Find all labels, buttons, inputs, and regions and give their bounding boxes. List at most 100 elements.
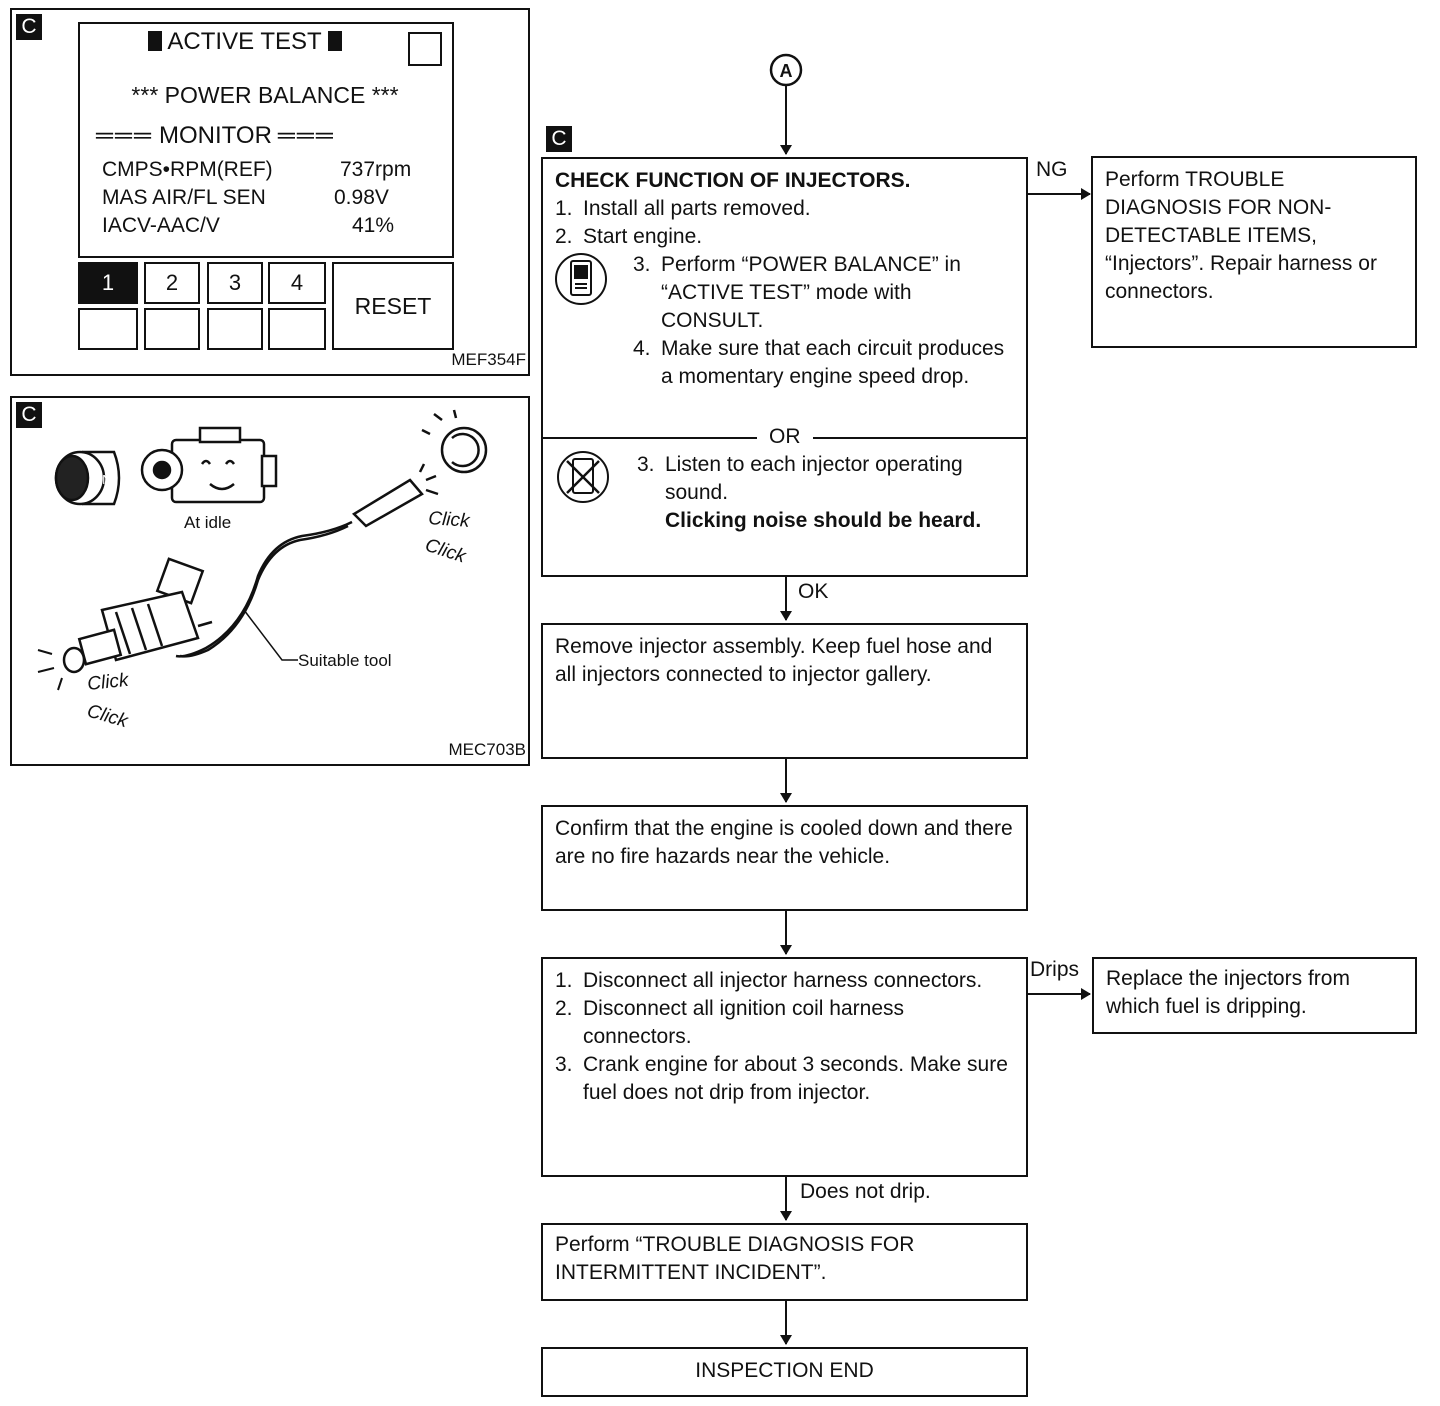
step-text: Listen to each injector operating sound.: [665, 453, 963, 504]
injector-illustration: ON At idle: [37, 409, 488, 733]
consult-screen-figure: C ACTIVE TEST *** POWER BALANCE *** ═══ …: [10, 8, 530, 376]
step-text: Disconnect all ignition coil harness con…: [583, 997, 904, 1048]
list-item: 1. Disconnect all injector harness conne…: [555, 967, 1014, 995]
consult-display: ACTIVE TEST *** POWER BALANCE *** ═══ MO…: [78, 22, 454, 258]
ignition-key-icon: ON: [54, 450, 121, 506]
double-rule-icon: ═══: [96, 122, 154, 149]
click-label: Click: [422, 535, 469, 568]
sound-lines-icon: [37, 649, 63, 691]
monitor-row-label: MAS AIR/FL SEN: [102, 186, 266, 209]
figure-code: MEF354F: [451, 350, 526, 369]
step-text: Start engine.: [583, 225, 703, 248]
cylinder-button-label: 2: [165, 270, 179, 295]
at-idle-label: At idle: [184, 513, 231, 532]
step-number: 2.: [555, 997, 573, 1020]
no-drip-label: Does not drip.: [800, 1180, 931, 1203]
screen-title: ACTIVE TEST: [167, 28, 322, 55]
figure-code: MEC703B: [448, 740, 526, 759]
suitable-tool-label: Suitable tool: [298, 651, 392, 670]
list-item: 4. Make sure that each circuit produces …: [633, 335, 1013, 391]
list-item: 3. Listen to each injector operating sou…: [637, 451, 1013, 507]
confirm-safety-text: Confirm that the engine is cooled down a…: [555, 817, 1013, 868]
inspection-end-text: INSPECTION END: [695, 1359, 874, 1382]
black-marker-icon: [327, 31, 342, 51]
engine-icon: [140, 426, 278, 504]
connector-label: A: [780, 61, 793, 81]
disconnect-box: 1. Disconnect all injector harness conne…: [541, 957, 1028, 1177]
inspection-end-box: INSPECTION END: [541, 1347, 1028, 1397]
reset-button[interactable]: RESET: [332, 262, 454, 350]
click-label: Click: [85, 701, 132, 733]
screen-subtitle: *** POWER BALANCE ***: [131, 82, 399, 108]
cylinder-3-button[interactable]: 3: [207, 262, 263, 304]
list-item: 3. Crank engine for about 3 seconds. Mak…: [555, 1051, 1014, 1107]
list-item: 2. Disconnect all ignition coil harness …: [555, 995, 1014, 1051]
step-number: 4.: [633, 337, 651, 360]
black-marker-icon: [148, 31, 163, 51]
step-text: Crank engine for about 3 seconds. Make s…: [583, 1053, 1008, 1104]
replace-injectors-box: Replace the injectors from which fuel is…: [1092, 957, 1417, 1034]
step-text: Disconnect all injector harness connecto…: [583, 969, 983, 992]
drips-label: Drips: [1030, 958, 1080, 981]
cylinder-button-label: 3: [228, 270, 242, 295]
monitor-row: MAS AIR/FL SEN 0.98V: [102, 186, 432, 210]
screen-corner-checkbox[interactable]: [408, 32, 442, 66]
consult-steps: 3. Perform “POWER BALANCE” in “ACTIVE TE…: [633, 251, 1013, 391]
monitor-row-value: 41%: [352, 214, 395, 237]
step-number: 2.: [555, 225, 573, 248]
step-number: 3.: [555, 1053, 573, 1076]
click-label: Click: [86, 670, 131, 695]
cylinder-4-button[interactable]: 4: [268, 262, 326, 304]
ng-action-box: Perform TROUBLE DIAGNOSIS FOR NON-DETECT…: [1091, 156, 1417, 348]
step-text: Perform “POWER BALANCE” in “ACTIVE TEST”…: [661, 253, 961, 332]
click-label: Click: [428, 508, 472, 532]
check-injectors-box: CHECK FUNCTION OF INJECTORS. 1. Install …: [541, 157, 1028, 577]
section-badge: C: [546, 126, 572, 152]
section-badge: C: [16, 14, 42, 40]
listen-step: 3. Listen to each injector operating sou…: [637, 451, 1013, 535]
cylinder-1-button[interactable]: 1: [78, 262, 138, 304]
reset-label: RESET: [354, 293, 432, 319]
step-number: 3.: [637, 453, 655, 476]
step-text: Install all parts removed.: [583, 197, 811, 220]
monitor-row-value: 737rpm: [340, 158, 412, 181]
cylinder-2-button[interactable]: 2: [144, 262, 200, 304]
injector-icon: [62, 557, 213, 674]
leader-line: [243, 609, 298, 661]
stethoscope-icon: [175, 409, 488, 658]
replace-injectors-text: Replace the injectors from which fuel is…: [1106, 967, 1350, 1018]
monitor-label: MONITOR: [159, 122, 272, 149]
monitor-heading: ═══ MONITOR ═══: [96, 122, 446, 150]
remove-injector-text: Remove injector assembly. Keep fuel hose…: [555, 635, 993, 686]
monitor-row: IACV-AAC/V 41%: [102, 214, 432, 238]
monitor-row: CMPS•RPM(REF) 737rpm: [102, 158, 432, 182]
step-number: 1.: [555, 197, 573, 220]
listen-expectation: Clicking noise should be heard.: [665, 509, 982, 532]
ng-label: NG: [1036, 158, 1068, 181]
empty-button[interactable]: [207, 308, 263, 350]
no-consult-icon: [557, 451, 609, 503]
key-on-text: ON: [92, 472, 112, 487]
empty-button[interactable]: [268, 308, 326, 350]
remove-injector-box: Remove injector assembly. Keep fuel hose…: [541, 623, 1028, 759]
screen-title-row: ACTIVE TEST: [80, 28, 410, 56]
ng-action-text: Perform TROUBLE DIAGNOSIS FOR NON-DETECT…: [1105, 168, 1377, 303]
list-item: 2. Start engine.: [555, 223, 1017, 251]
list-item: 3. Perform “POWER BALANCE” in “ACTIVE TE…: [633, 251, 1013, 335]
or-label: OR: [757, 423, 813, 451]
check-title: CHECK FUNCTION OF INJECTORS.: [555, 169, 911, 192]
list-item: 1. Install all parts removed.: [555, 195, 1017, 223]
empty-button[interactable]: [144, 308, 200, 350]
step-number: 1.: [555, 969, 573, 992]
connector-circle: [769, 53, 803, 87]
intermittent-incident-box: Perform “TROUBLE DIAGNOSIS FOR INTERMITT…: [541, 1223, 1028, 1301]
empty-button[interactable]: [78, 308, 138, 350]
confirm-safety-box: Confirm that the engine is cooled down a…: [541, 805, 1028, 911]
consult-tool-icon: [555, 253, 607, 305]
monitor-row-label: CMPS•RPM(REF): [102, 158, 273, 181]
step-number: 3.: [633, 253, 651, 276]
section-badge: C: [16, 402, 42, 428]
monitor-row-value: 0.98V: [334, 186, 389, 209]
cylinder-button-label: 1: [101, 270, 115, 295]
check-injectors-content: CHECK FUNCTION OF INJECTORS. 1. Install …: [555, 167, 1017, 251]
